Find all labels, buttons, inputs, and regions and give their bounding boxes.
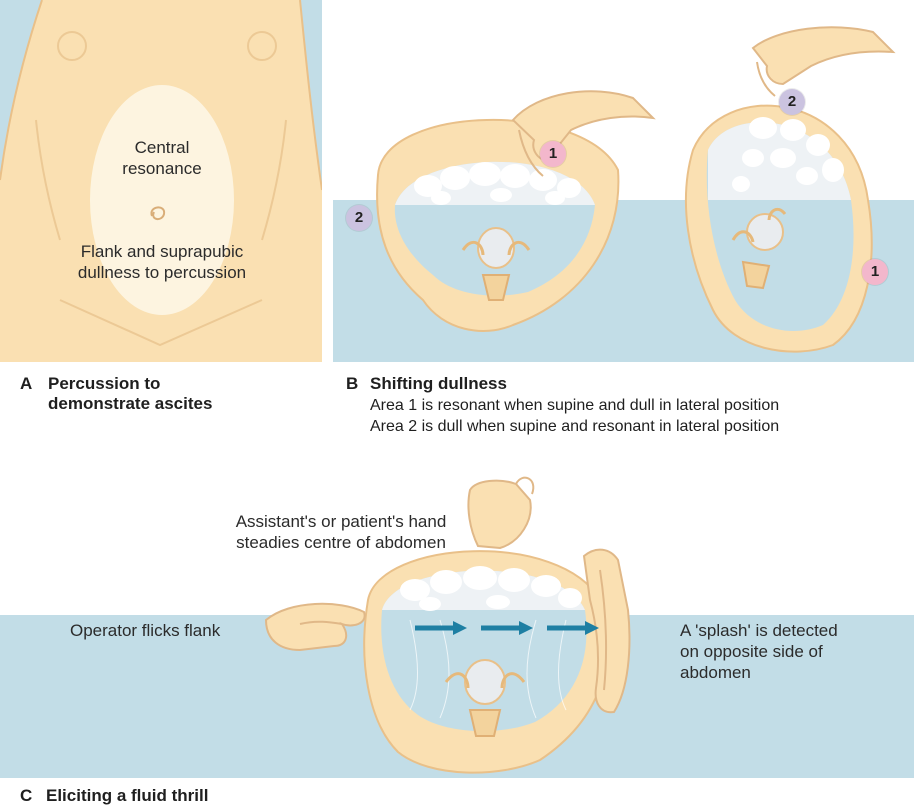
panel-a-illustration — [0, 0, 322, 362]
central-resonance-label: Central resonance — [102, 137, 222, 179]
splash-line2: on opposite side of — [680, 642, 823, 661]
shifting-dullness-cross-sections — [333, 0, 914, 362]
panel-b-note-area-2: Area 2 is dull when supine and resonant … — [370, 417, 779, 437]
supine-area-1-marker: 1 — [540, 141, 566, 167]
panel-a-letter: A — [20, 374, 32, 394]
operator-flicks-label: Operator flicks flank — [70, 620, 220, 641]
panel-c-illustration — [0, 460, 914, 778]
panel-b-note-area-1: Area 1 is resonant when supine and dull … — [370, 396, 779, 416]
lateral-area-1-marker: 1 — [862, 259, 888, 285]
supine-area-2-marker: 2 — [346, 205, 372, 231]
central-resonance-line2: resonance — [122, 159, 201, 178]
panel-b-title: Shifting dullness — [370, 374, 507, 394]
splash-line1: A 'splash' is detected — [680, 621, 838, 640]
splash-line3: abdomen — [680, 663, 751, 682]
flank-dullness-line2: dullness to percussion — [78, 263, 246, 282]
central-resonance-line1: Central — [135, 138, 190, 157]
lateral-area-2-marker: 2 — [779, 89, 805, 115]
panel-c-letter: C — [20, 786, 32, 806]
panel-c-title: Eliciting a fluid thrill — [46, 786, 208, 806]
panel-b-illustration — [333, 0, 914, 362]
flank-dullness-label: Flank and suprapubic dullness to percuss… — [46, 241, 278, 283]
panel-a-title-line2: demonstrate ascites — [48, 394, 212, 413]
abdomen-front-view — [0, 0, 322, 362]
panel-b-letter: B — [346, 374, 358, 394]
splash-detected-label: A 'splash' is detected on opposite side … — [680, 620, 838, 683]
assistant-hand-label: Assistant's or patient's hand steadies c… — [196, 511, 486, 553]
fluid-thrill-cross-section — [0, 460, 914, 778]
panel-a-title: Percussion to demonstrate ascites — [48, 374, 212, 414]
flank-dullness-line1: Flank and suprapubic — [81, 242, 244, 261]
panel-a-title-line1: Percussion to — [48, 374, 160, 393]
assistant-hand-line2: steadies centre of abdomen — [236, 533, 446, 552]
assistant-hand-line1: Assistant's or patient's hand — [236, 512, 447, 531]
